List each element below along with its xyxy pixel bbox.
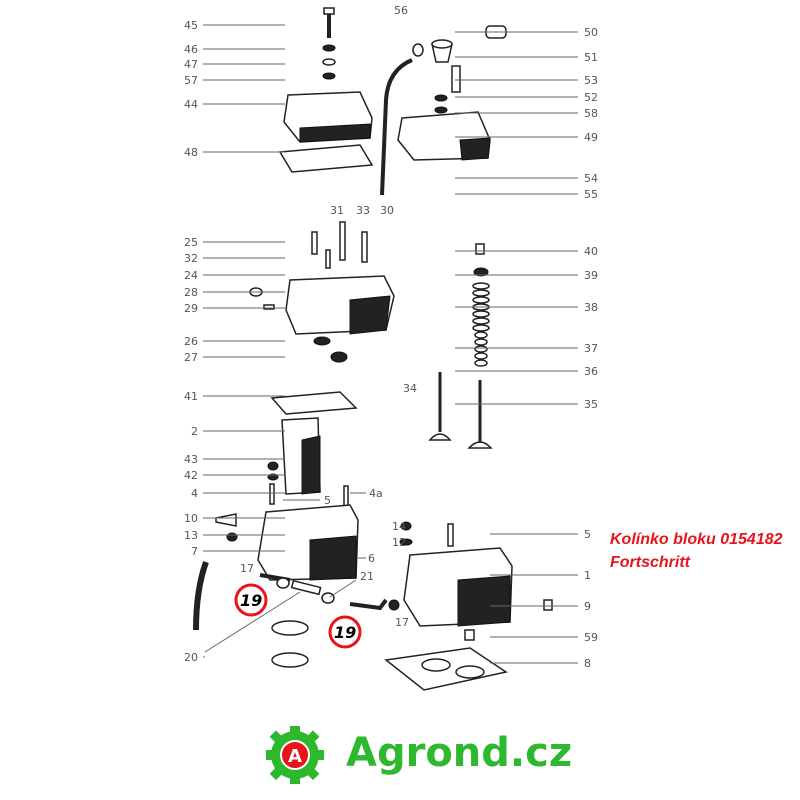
callout-46: 46 [184, 43, 198, 56]
part-drawings [193, 7, 553, 691]
part-note: Kolínko bloku 0154182 Fortschritt [610, 528, 783, 574]
brand-name[interactable]: Agrond.cz [346, 730, 573, 776]
callout-59: 59 [584, 631, 598, 644]
callout-48: 48 [184, 146, 198, 159]
callout-36: 36 [584, 365, 598, 378]
highlighted-part-19[interactable]: 19 19 [234, 583, 362, 649]
callout-2: 2 [191, 425, 198, 438]
callout-4a: 4a [369, 487, 383, 500]
callout-51: 51 [584, 51, 598, 64]
callout-47: 47 [184, 58, 198, 71]
callout-45: 45 [184, 19, 198, 32]
callout-56: 56 [394, 4, 408, 17]
callout-49: 49 [584, 131, 598, 144]
callout-41: 41 [184, 390, 198, 403]
callout-53: 53 [584, 74, 598, 87]
callout-17b: 17 [395, 616, 409, 629]
callout-34: 34 [403, 382, 417, 395]
callout-1: 1 [584, 569, 591, 582]
callout-10: 10 [184, 512, 198, 525]
spring-coil [472, 289, 490, 297]
callout-7: 7 [191, 545, 198, 558]
valve-spring [472, 282, 490, 367]
callout-32: 32 [184, 252, 198, 265]
callout-5: 5 [324, 494, 331, 507]
callout-24: 24 [184, 269, 198, 282]
callout-26: 26 [184, 335, 198, 348]
callout-21: 21 [360, 570, 374, 583]
callout-12: 12 [392, 536, 406, 549]
callout-50: 50 [584, 26, 598, 39]
callout-55: 55 [584, 188, 598, 201]
spring-coil [474, 359, 488, 367]
spring-coil [474, 331, 488, 339]
callout-30: 30 [380, 204, 394, 217]
callout-39: 39 [584, 269, 598, 282]
callout-54: 54 [584, 172, 598, 185]
callout-37: 37 [584, 342, 598, 355]
callout-35: 35 [584, 398, 598, 411]
callout-57: 57 [184, 74, 198, 87]
callout-44: 44 [184, 98, 198, 111]
spring-coil [472, 324, 490, 332]
callout-42: 42 [184, 469, 198, 482]
callout-29: 29 [184, 302, 198, 315]
callout-8: 8 [584, 657, 591, 670]
callout-58: 58 [584, 107, 598, 120]
callout-27: 27 [184, 351, 198, 364]
agrond-logo-gear-icon: A [266, 726, 324, 784]
callout-13: 13 [184, 529, 198, 542]
spring-coil [474, 345, 488, 353]
callout-33: 33 [356, 204, 370, 217]
callout-52: 52 [584, 91, 598, 104]
callout-38: 38 [584, 301, 598, 314]
left-callouts: 45 46 47 57 44 48 25 32 24 28 29 26 27 41 2 43 42 4 10 13 7 2… [184, 19, 285, 664]
part-note-brand: Fortschritt [610, 554, 690, 571]
callout-14: 14 [392, 520, 406, 533]
spring-coil [474, 338, 488, 346]
callout-9: 9 [584, 600, 591, 613]
callout-5: 5 [584, 528, 591, 541]
spring-coil [472, 296, 490, 304]
callout-6: 6 [368, 552, 375, 565]
callout-43: 43 [184, 453, 198, 466]
highlight-label-19b: 19 [334, 623, 356, 642]
callout-40: 40 [584, 245, 598, 258]
spring-coil [472, 310, 490, 318]
callout-28: 28 [184, 286, 198, 299]
callout-4: 4 [191, 487, 198, 500]
callout-20: 20 [184, 651, 198, 664]
logo-letter: A [288, 746, 302, 767]
part-note-title: Kolínko bloku 0154182 [610, 531, 783, 548]
spring-coil [474, 352, 488, 360]
callout-17: 17 [240, 562, 254, 575]
middle-callouts: 56 31 33 30 34 5 4a 14 12 6 17 21 17 [204, 4, 417, 653]
highlight-label-19: 19 [240, 591, 262, 610]
callout-31: 31 [330, 204, 344, 217]
spring-coil [472, 282, 490, 290]
callout-25: 25 [184, 236, 198, 249]
spring-coil [472, 317, 490, 325]
